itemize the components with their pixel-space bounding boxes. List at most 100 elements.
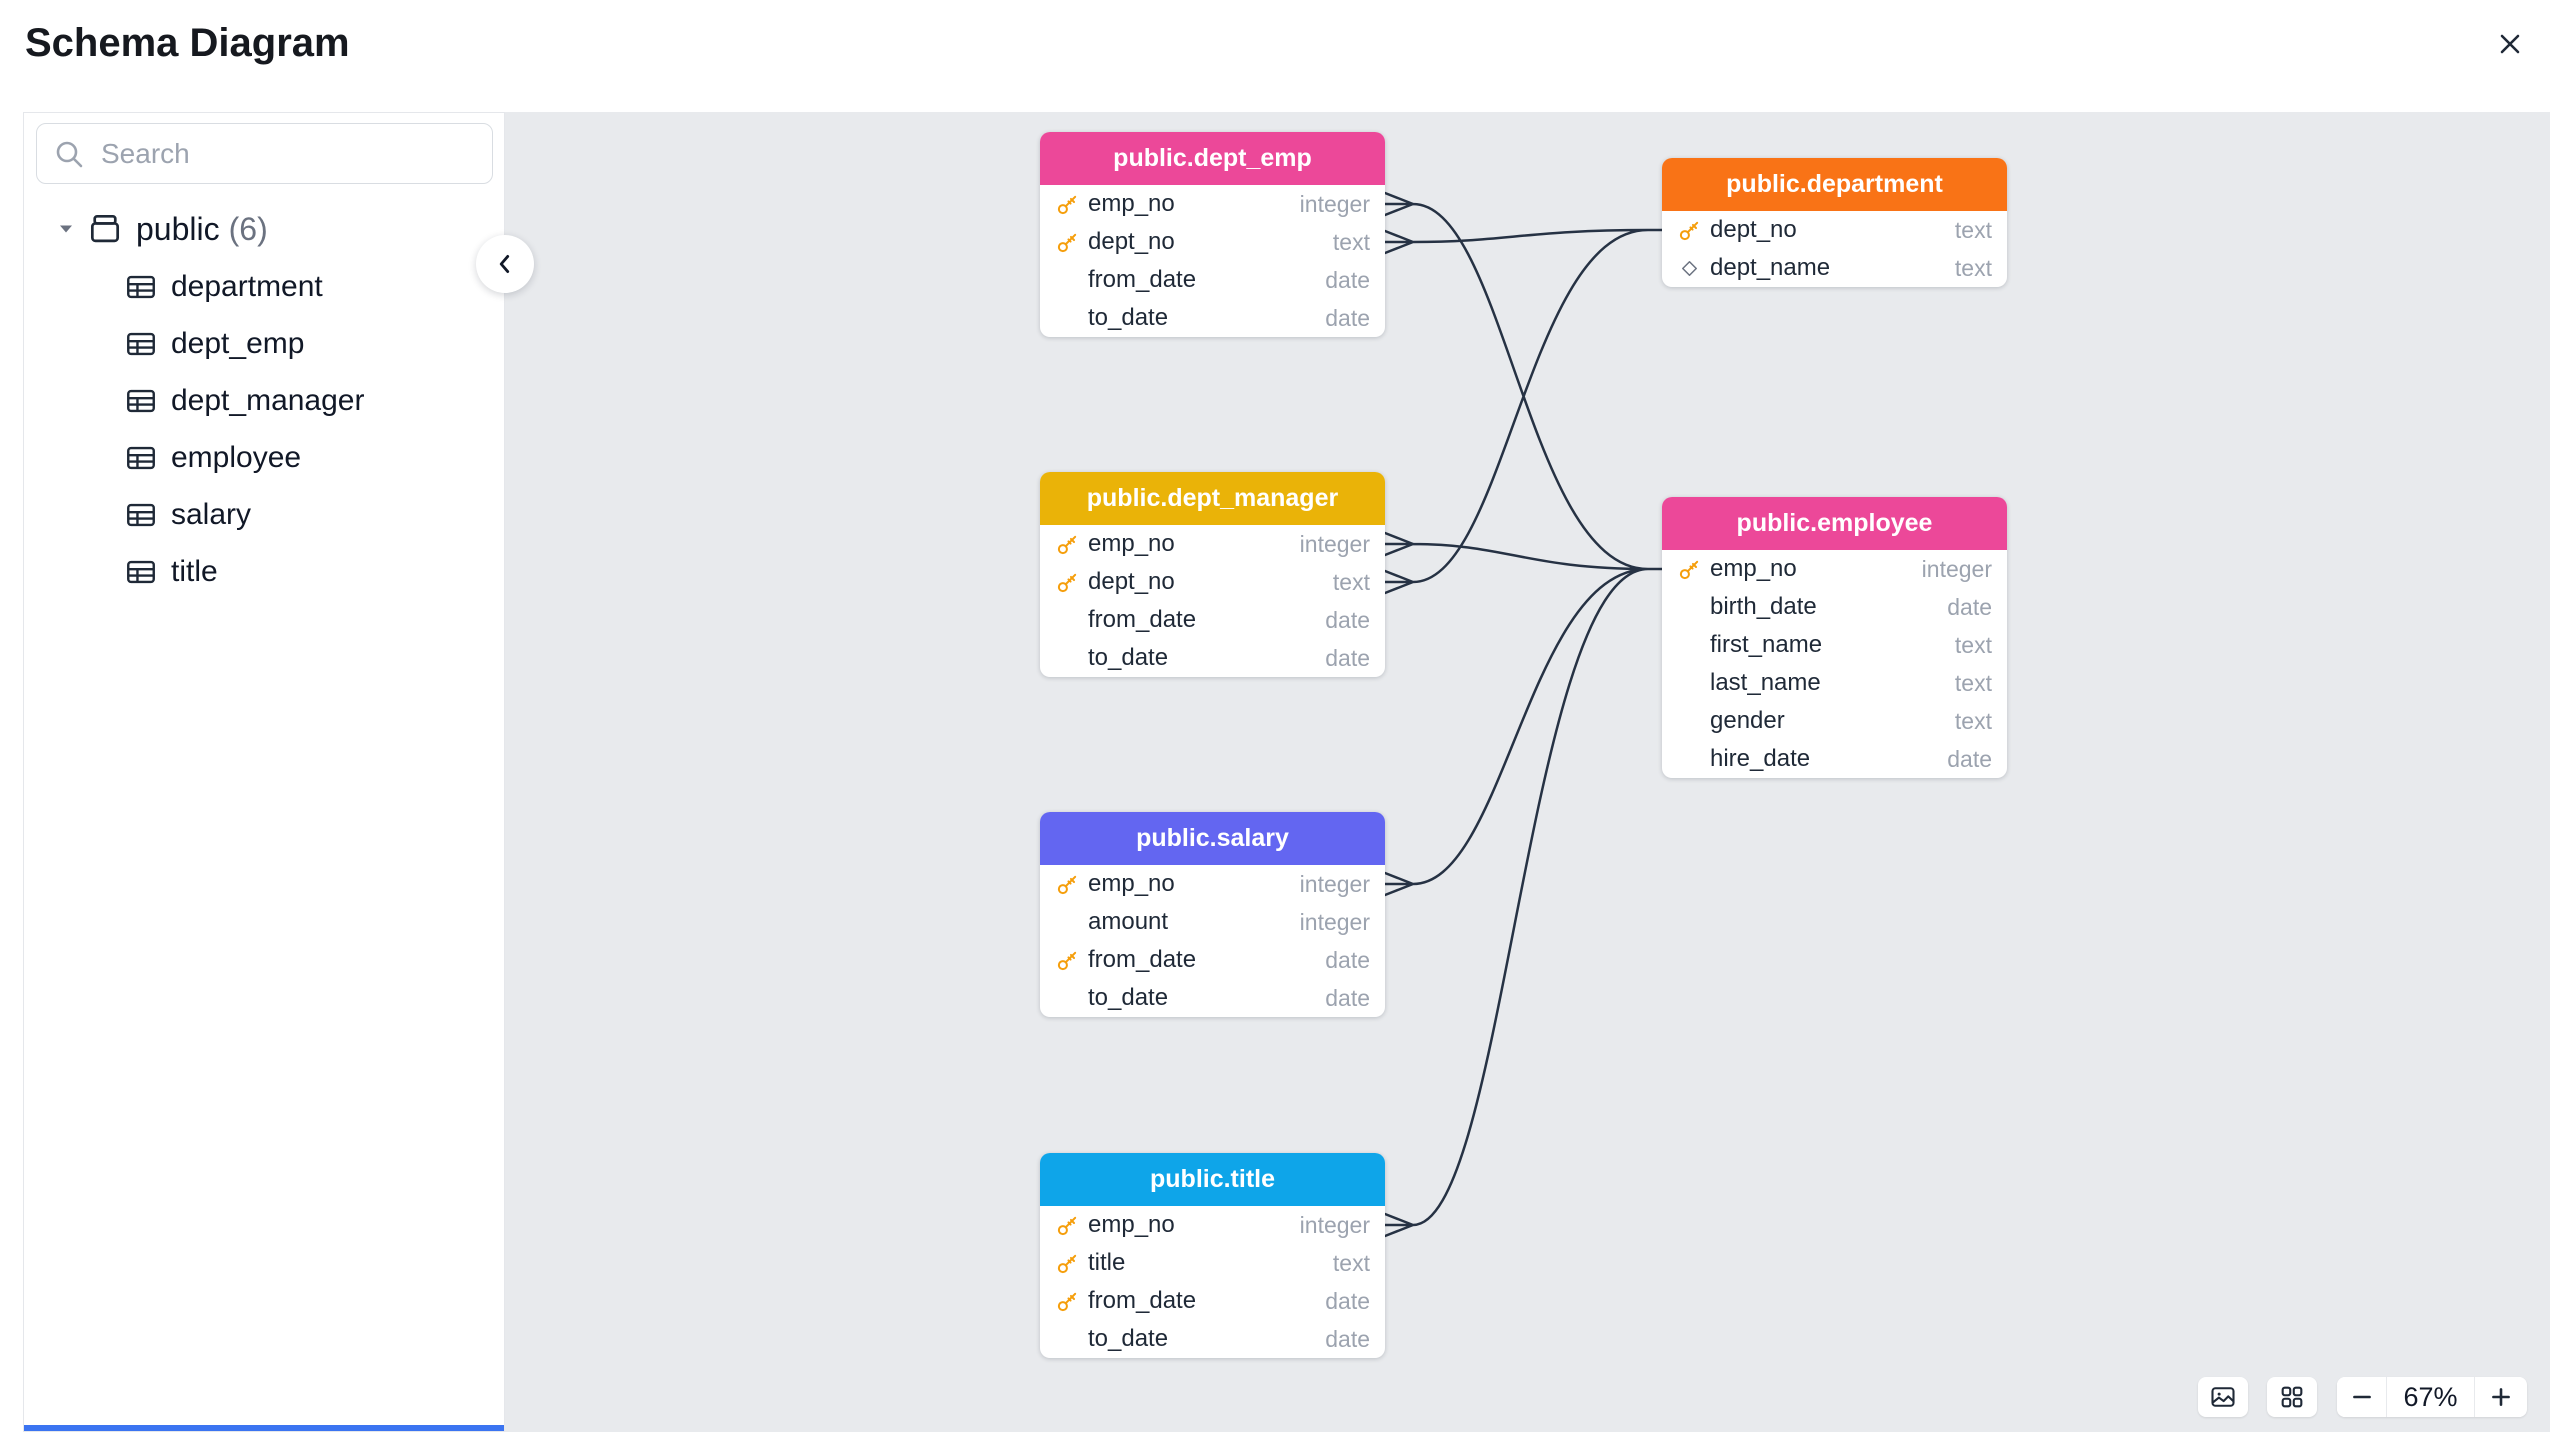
search-input[interactable] [36, 123, 493, 184]
field-type: date [1325, 266, 1370, 293]
field-name: emp_no [1088, 190, 1175, 217]
field-name: dept_name [1710, 254, 1831, 281]
primary-key-icon [1057, 1292, 1076, 1311]
field-type: integer [1299, 190, 1370, 217]
sidebar-item-label: title [171, 554, 218, 588]
table-node-title[interactable]: public.employee [1662, 497, 2007, 550]
sidebar-item-employee[interactable]: employee [24, 429, 504, 486]
field-name: first_name [1710, 631, 1823, 658]
field-row-from_date: from_date date [1040, 261, 1385, 299]
field-name: from_date [1088, 266, 1197, 293]
sidebar-item-dept_emp[interactable]: dept_emp [24, 315, 504, 372]
primary-key-icon [1055, 1213, 1079, 1237]
no-icon [1055, 986, 1079, 1010]
field-type: date [1947, 745, 1992, 772]
no-icon [1677, 709, 1701, 733]
field-type: text [1332, 1249, 1370, 1276]
no-icon [1055, 306, 1079, 330]
field-name: to_date [1088, 304, 1169, 331]
primary-key-icon [1677, 218, 1701, 242]
schema-name: public [136, 210, 220, 247]
field-type: date [1325, 984, 1370, 1011]
table-node-title[interactable]: public.salary [1040, 812, 1385, 865]
export-image-button[interactable] [2198, 1377, 2248, 1417]
primary-key-icon [1057, 233, 1076, 252]
table-node-title[interactable]: public.dept_emp [1040, 132, 1385, 185]
table-node-title[interactable]: public.dept_manager [1040, 472, 1385, 525]
table-list: department dept_emp dept_manager employee sa… [24, 258, 504, 600]
field-name: dept_no [1088, 568, 1175, 595]
sidebar-item-dept_manager[interactable]: dept_manager [24, 372, 504, 429]
no-icon [1055, 910, 1079, 934]
sidebar-item-label: department [171, 269, 323, 303]
field-name: to_date [1088, 1325, 1169, 1352]
sidebar-item-title[interactable]: title [24, 543, 504, 600]
sidebar-item-salary[interactable]: salary [24, 486, 504, 543]
field-name: last_name [1710, 669, 1821, 696]
sidebar-item-public-schema[interactable]: public (6) [24, 206, 504, 252]
no-icon [1677, 671, 1701, 695]
field-name: from_date [1088, 1287, 1197, 1314]
schema-icon [90, 214, 120, 243]
field-name: emp_no [1088, 870, 1175, 897]
field-type: date [1325, 644, 1370, 671]
zoom-level[interactable]: 67% [2386, 1377, 2474, 1417]
table-node-title[interactable]: public.title [1040, 1153, 1385, 1206]
primary-key-icon [1057, 535, 1076, 554]
sidebar-item-department[interactable]: department [24, 258, 504, 315]
close-button[interactable] [2492, 26, 2528, 62]
table-icon [127, 446, 155, 469]
sidebar-collapse-button[interactable] [476, 235, 534, 293]
unique-icon [1677, 256, 1701, 280]
sidebar-scrollbar[interactable] [24, 1425, 504, 1431]
field-type: integer [1921, 555, 1992, 582]
zoom-out-button[interactable] [2337, 1377, 2386, 1417]
caret-down-icon[interactable] [56, 219, 76, 239]
schema-table-count: (6) [228, 210, 268, 247]
plus-icon [2491, 1388, 2510, 1406]
primary-key-icon [1055, 532, 1079, 556]
primary-key-icon [1679, 560, 1698, 579]
field-type: date [1325, 1287, 1370, 1314]
zoom-in-button[interactable] [2474, 1377, 2526, 1417]
table-icon [127, 275, 155, 298]
diagram-canvas[interactable] [505, 112, 2550, 1432]
field-name: from_date [1088, 946, 1197, 973]
chevron-left-icon [499, 255, 510, 273]
field-type: integer [1299, 908, 1370, 935]
field-type: date [1947, 593, 1992, 620]
field-type: date [1325, 946, 1370, 973]
page-title: Schema Diagram [25, 21, 350, 65]
zoom-controls: 67% [2337, 1377, 2527, 1417]
table-icon [127, 332, 155, 355]
auto-layout-button[interactable] [2267, 1377, 2317, 1417]
field-name: hire_date [1710, 745, 1811, 772]
field-type: date [1325, 606, 1370, 633]
sidebar-item-label: employee [171, 440, 302, 474]
sidebar-item-label: dept_manager [171, 383, 365, 417]
primary-key-icon [1057, 1216, 1076, 1235]
top-bar: Schema Diagram [0, 0, 2550, 112]
primary-key-icon [1055, 872, 1079, 896]
primary-key-icon [1057, 951, 1076, 970]
no-icon [1677, 633, 1701, 657]
field-type: text [1954, 707, 1992, 734]
table-node-title[interactable]: public.department [1662, 158, 2007, 211]
field-type: integer [1299, 1211, 1370, 1238]
primary-key-icon [1055, 1251, 1079, 1275]
